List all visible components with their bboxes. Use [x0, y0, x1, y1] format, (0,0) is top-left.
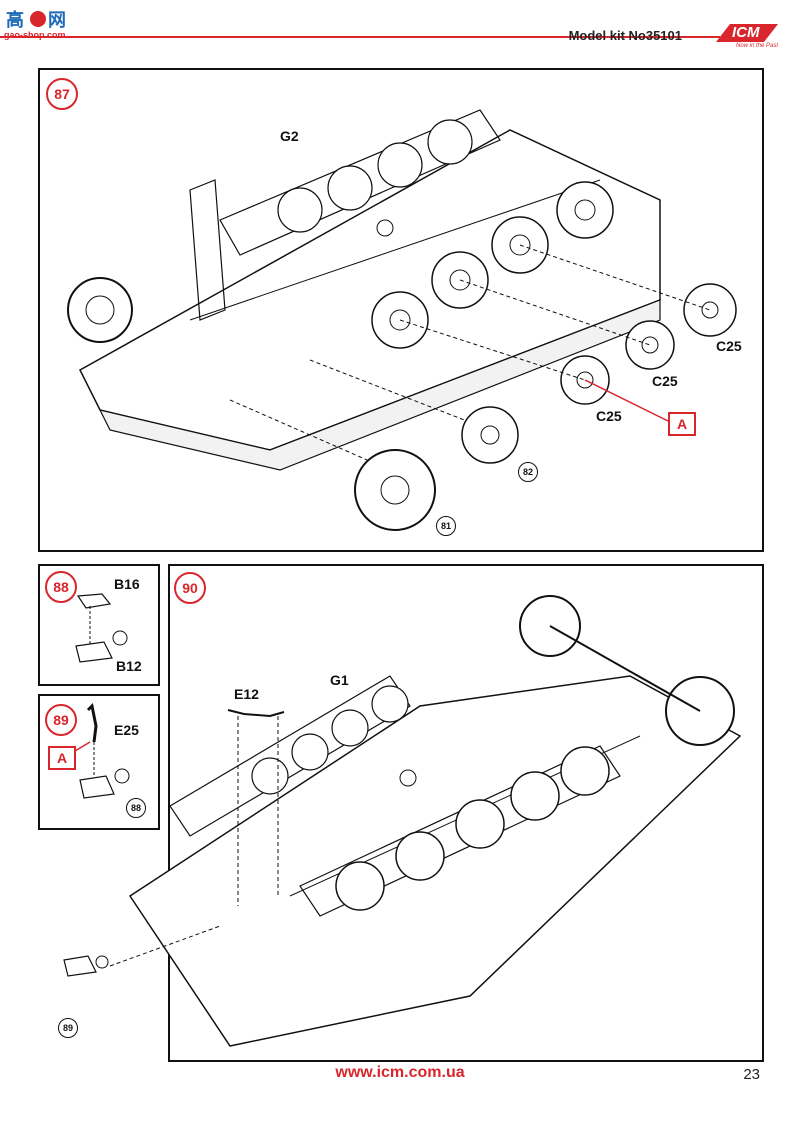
step-90-badge: 90 [174, 572, 206, 604]
part-label-e25: E25 [114, 722, 139, 738]
svg-text:高: 高 [6, 9, 24, 31]
part-label-c25: C25 [596, 408, 622, 424]
header-rule [0, 36, 720, 38]
watermark-text: gao-shop.com [4, 30, 66, 40]
part-label-g2: G2 [280, 128, 299, 144]
step-87-panel: 87 [38, 68, 764, 552]
watermark-logo: 高 网 gao-shop.com [4, 4, 74, 44]
step-90-illustration [109, 595, 742, 1047]
marker-a: A [48, 746, 76, 770]
part-label-b16: B16 [114, 576, 140, 592]
marker-a: A [668, 412, 696, 436]
footer-url[interactable]: www.icm.com.ua [335, 1064, 465, 1081]
icm-logo: ICM Now in the Past [712, 12, 782, 52]
step-89-illustration [69, 702, 130, 799]
ref-step-82: 82 [518, 462, 538, 482]
step-88-badge: 88 [45, 571, 77, 603]
step-88-illustration [75, 593, 128, 663]
part-label-c25: C25 [652, 373, 678, 389]
ref-step-89: 89 [58, 1018, 78, 1038]
part-label-e12: E12 [234, 686, 259, 702]
step-87-badge: 87 [46, 78, 78, 110]
watermark-graphic: 高 网 [6, 9, 66, 31]
step-87-illustration [67, 109, 737, 531]
model-kit-number: Model kit No35101 [568, 28, 682, 43]
part-label-g1: G1 [330, 672, 349, 688]
step-90-panel: 90 E12 G1 [109, 564, 764, 1062]
svg-text:网: 网 [48, 10, 66, 31]
step-88-panel: 88 B16 B12 [38, 564, 160, 686]
assembly-89-graphic [63, 955, 109, 977]
icm-logo-graphic [716, 24, 778, 42]
step-89-badge: 89 [45, 704, 77, 736]
ref-step-88: 88 [126, 798, 146, 818]
part-label-c25: C25 [716, 338, 742, 354]
icm-logo-tagline: Now in the Past [736, 43, 779, 49]
ref-step-81: 81 [436, 516, 456, 536]
step-89-panel: 89 E25 A 88 [38, 694, 160, 830]
page-number: 23 [743, 1066, 760, 1083]
part-label-b12: B12 [116, 658, 142, 674]
icm-logo-text: ICM [732, 24, 760, 41]
